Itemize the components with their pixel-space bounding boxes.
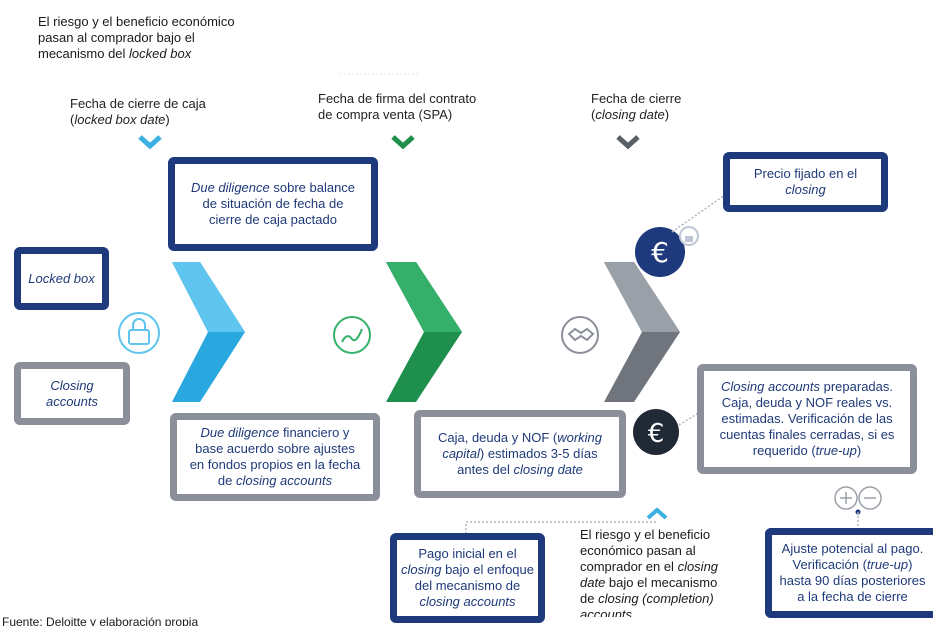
- note-line: El riesgo y el beneficio económico: [38, 14, 235, 29]
- spa-date-label: Fecha de firma del contrato de compra ve…: [318, 91, 476, 123]
- label-line: Fecha de cierre de caja: [70, 96, 206, 111]
- locked-box-box: Locked box: [14, 247, 109, 310]
- pago-inicial-box: Pago inicial en el closing bajo el enfoq…: [390, 533, 545, 623]
- svg-text:€: €: [648, 419, 665, 449]
- handshake-icon: [561, 316, 599, 354]
- euro-icon: [635, 227, 685, 277]
- top-risk-note: El riesgo y el beneficio económico pasan…: [38, 14, 235, 62]
- label-line: Fecha de cierre: [591, 91, 682, 106]
- bottom-risk-note: El riesgo y el beneficio económico pasan…: [580, 527, 719, 617]
- due-diligence-financiero-box: Due diligence financiero y base acuerdo …: [170, 413, 380, 501]
- chevron-down-icon: [138, 135, 162, 150]
- closing-arrow-shade: [604, 262, 680, 332]
- source-note: Fuente: Deloitte y elaboración propia: [2, 615, 199, 626]
- svg-text:€: €: [651, 236, 669, 269]
- chevron-down-icon: [616, 135, 640, 150]
- chevron-down-icon: [391, 135, 415, 150]
- note-italic: locked box: [129, 46, 192, 61]
- spa-arrow-shade: [386, 262, 462, 332]
- note-line: pasan al comprador bajo el: [38, 30, 195, 45]
- label-line: (closing date): [591, 107, 670, 122]
- label-line: (locked box date): [70, 112, 170, 127]
- locked-box-date-label: Fecha de cierre de caja (locked box date…: [70, 96, 206, 128]
- chevron-up-icon: [646, 507, 668, 520]
- caja-deuda-box: Caja, deuda y NOF (working capital) esti…: [414, 410, 626, 498]
- note-text: mecanismo del: [38, 46, 130, 61]
- closing-date-label: Fecha de cierre (closing date): [591, 91, 681, 123]
- label-line: de compra venta (SPA): [318, 107, 453, 122]
- locked-box-arrow-shade: [172, 262, 245, 332]
- closing-accounts-prepared-box: Closing accounts preparadas. Caja, deuda…: [697, 364, 917, 474]
- ajuste-potencial-box: Ajuste potencial al pago. Verificación (…: [765, 528, 933, 618]
- signature-icon: [333, 316, 371, 354]
- note-line: mecanismo del locked box: [38, 46, 235, 62]
- due-diligence-balance-box: Due diligence sobre balance de situación…: [168, 157, 378, 251]
- label-line: Fecha de firma del contrato: [318, 91, 477, 106]
- euro-icon: [633, 409, 679, 455]
